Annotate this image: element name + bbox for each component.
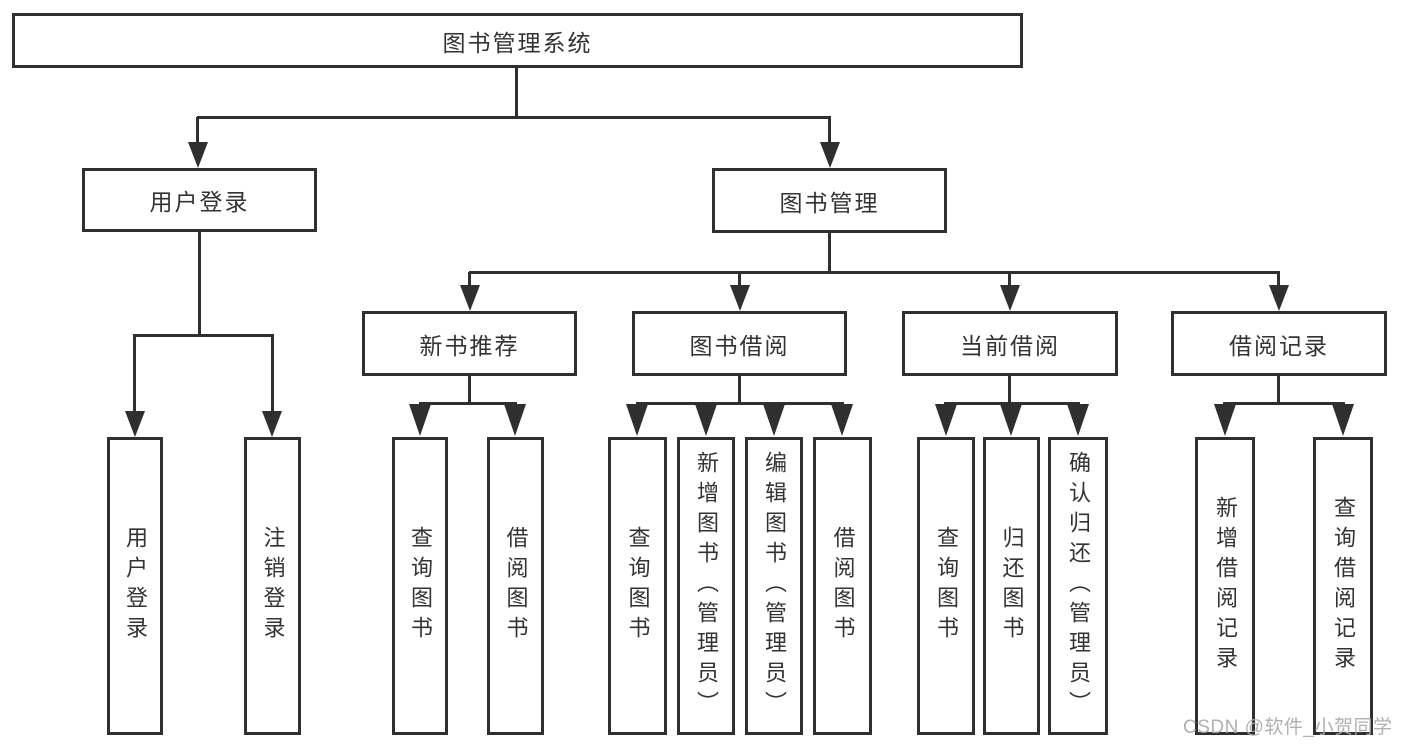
connector-user-login-stem: [198, 232, 201, 336]
leaf-confirm-return-admin-label: 确认归还（管理员）: [1066, 451, 1091, 721]
node-borrow-records-label: 借阅记录: [1229, 332, 1329, 359]
connector-currentgrp-stem: [1008, 376, 1011, 404]
leaf-add-books-admin-label: 新增图书（管理员）: [694, 451, 719, 721]
node-current-borrow: 当前借阅: [902, 311, 1118, 376]
node-book-management-label: 图书管理: [779, 189, 880, 216]
leaf-borrow-query-books-label: 查询图书: [625, 526, 651, 646]
arrowhead-current: [1000, 285, 1020, 311]
node-new-book-recommend-label: 新书推荐: [419, 332, 520, 359]
arrowhead-g4-3: [1067, 404, 1089, 436]
leaf-current-query-books: 查询图书: [917, 437, 975, 735]
connector-borrowgrp-bar: [636, 402, 844, 405]
leaf-return-books: 归还图书: [983, 437, 1040, 735]
arrowhead-book-mgmt: [820, 142, 840, 168]
leaf-current-query-books-label: 查询图书: [934, 526, 959, 646]
leaf-edit-books-admin: 编辑图书（管理员）: [745, 437, 803, 735]
connector-level3-bar: [469, 271, 1280, 274]
connector-level2-bar: [197, 116, 831, 119]
arrowhead-g2-1: [409, 404, 431, 436]
leaf-add-borrow-record-label: 新增借阅记录: [1213, 496, 1238, 676]
arrowhead-g3-3: [763, 404, 785, 436]
leaf-add-borrow-record: 新增借阅记录: [1195, 437, 1255, 735]
connector-arrow-leaf-logout-stem: [271, 335, 274, 412]
arrowhead-records: [1269, 285, 1289, 311]
arrowhead-g5-2: [1332, 404, 1354, 436]
node-current-borrow-label: 当前借阅: [960, 332, 1060, 359]
leaf-logout: 注销登录: [244, 437, 301, 735]
node-book-borrow-label: 图书借阅: [689, 332, 790, 359]
node-new-book-recommend: 新书推荐: [362, 311, 577, 376]
arrowhead-leaf-logout: [262, 411, 282, 437]
leaf-add-books-admin: 新增图书（管理员）: [677, 437, 735, 735]
connector-arrow-book-mgmt-stem: [828, 117, 831, 145]
leaf-newbook-borrow-books-label: 借阅图书: [503, 526, 529, 646]
leaf-borrow-query-books: 查询图书: [608, 437, 667, 735]
arrowhead-newbook: [460, 285, 480, 311]
node-book-borrow: 图书借阅: [632, 311, 847, 376]
leaf-query-borrow-record: 查询借阅记录: [1313, 437, 1373, 735]
connector-arrow-borrow-stem: [738, 272, 741, 287]
leaf-newbook-borrow-books: 借阅图书: [487, 437, 544, 735]
connector-root-stem: [515, 68, 518, 118]
arrowhead-g4-2: [1000, 404, 1022, 436]
connector-currentgrp-bar: [944, 402, 1080, 405]
connector-book-mgmt-stem: [828, 233, 831, 273]
leaf-borrow-borrow-books: 借阅图书: [813, 437, 872, 735]
node-root-label: 图书管理系统: [442, 29, 593, 56]
node-user-login-label: 用户登录: [149, 189, 250, 215]
node-book-management: 图书管理: [712, 168, 947, 233]
connector-borrowgrp-stem: [738, 376, 741, 404]
connector-newbook-stem: [468, 376, 471, 404]
leaf-borrow-borrow-books-label: 借阅图书: [830, 526, 856, 646]
arrowhead-g3-4: [831, 404, 853, 436]
arrowhead-g3-1: [626, 404, 648, 436]
arrowhead-borrow: [730, 285, 750, 311]
arrowhead-g3-2: [695, 404, 717, 436]
leaf-user-login: 用户登录: [107, 437, 163, 735]
arrowhead-user-login: [188, 142, 208, 168]
connector-arrow-newbook-stem: [468, 272, 471, 287]
leaf-logout-label: 注销登录: [260, 526, 286, 646]
node-user-login: 用户登录: [82, 168, 317, 232]
node-borrow-records: 借阅记录: [1171, 311, 1387, 376]
connector-arrow-current-stem: [1008, 272, 1011, 287]
connector-newbook-bar: [419, 402, 517, 405]
leaf-query-borrow-record-label: 查询借阅记录: [1331, 496, 1356, 676]
connector-arrow-records-stem: [1277, 272, 1280, 287]
arrowhead-g5-1: [1214, 404, 1236, 436]
connector-recordsgrp-bar: [1223, 402, 1345, 405]
leaf-newbook-query-books-label: 查询图书: [408, 526, 433, 646]
leaf-user-login-label: 用户登录: [123, 526, 148, 646]
leaf-confirm-return-admin: 确认归还（管理员）: [1048, 437, 1108, 735]
leaf-return-books-label: 归还图书: [999, 526, 1025, 646]
leaf-newbook-query-books: 查询图书: [392, 437, 448, 735]
leaf-edit-books-admin-label: 编辑图书（管理员）: [762, 451, 787, 721]
connector-recordsgrp-stem: [1277, 376, 1280, 404]
connector-user-login-bar: [133, 334, 274, 337]
csdn-watermark: CSDN @软件_小贺同学: [1183, 717, 1393, 738]
arrowhead-g2-2: [504, 404, 526, 436]
arrowhead-g4-1: [935, 404, 957, 436]
connector-arrow-leaf-login-stem: [133, 335, 136, 412]
arrowhead-leaf-login: [125, 411, 145, 437]
node-root: 图书管理系统: [12, 13, 1023, 68]
connector-arrow-user-login-stem: [196, 117, 199, 145]
